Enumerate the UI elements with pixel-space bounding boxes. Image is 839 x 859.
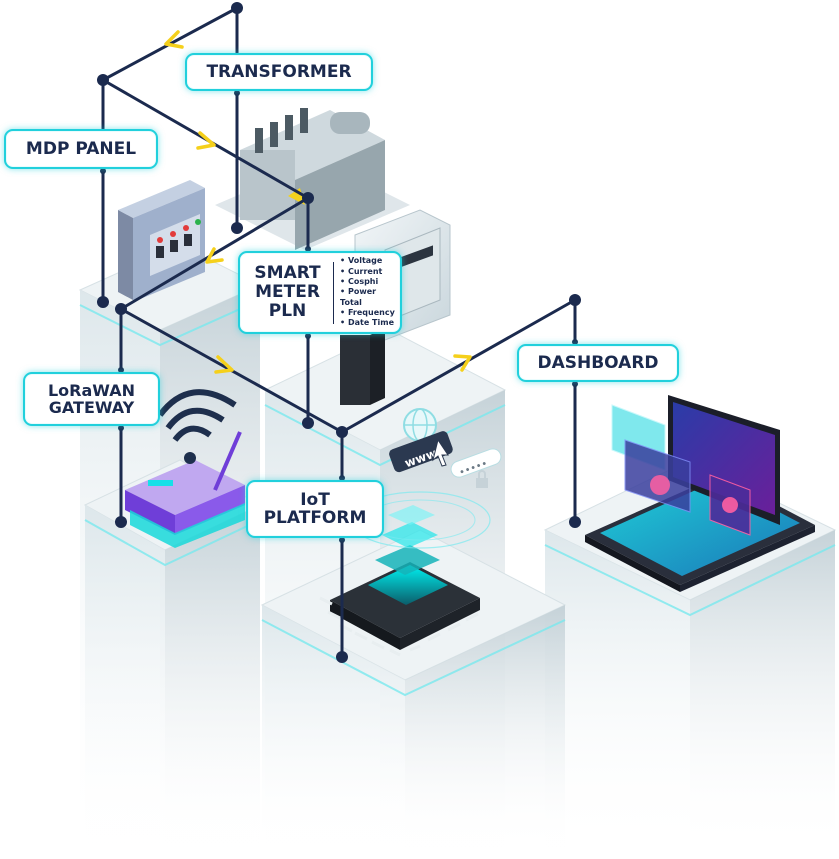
param-item: Voltage <box>340 256 400 266</box>
iot-chip-illustration <box>319 491 491 657</box>
transformer-illustration <box>215 108 410 250</box>
node-mdp <box>97 296 109 308</box>
node-branch <box>97 74 109 86</box>
connection-lines <box>101 6 577 659</box>
arrow-icon <box>205 247 224 264</box>
pillar-dashboard <box>543 459 837 855</box>
smart-meter-divider <box>333 261 335 324</box>
iot-platform-label-line1: IoT <box>300 489 330 510</box>
lorawan-gateway-label-line2: GATEWAY <box>48 398 135 417</box>
dashboard-label-text: DASHBOARD <box>537 352 659 373</box>
line-meter-to-lora <box>119 196 310 311</box>
smart-meter-title: SMART METER PLN <box>254 263 321 321</box>
node-lora-top <box>115 303 127 315</box>
dashboard-label: DASHBOARD <box>517 344 679 382</box>
smart-meter-label: SMART METER PLN Voltage Current Cosphi P… <box>238 251 402 334</box>
connection-nodes <box>97 2 581 663</box>
param-item: Power Total <box>340 287 400 308</box>
param-item: Date Time <box>340 318 400 328</box>
lorawan-gateway-label-line1: LoRaWAN <box>47 380 135 400</box>
node-meter-top <box>302 192 314 204</box>
node-dashboard <box>569 516 581 528</box>
cursor-icon <box>432 438 449 467</box>
smart-meter-param-list: Voltage Current Cosphi Power Total Frequ… <box>340 256 400 329</box>
pillar-lora <box>83 459 262 855</box>
param-item: Cosphi <box>340 277 400 287</box>
lorawan-gateway-label: LoRaWAN GATEWAY <box>23 372 160 426</box>
transformer-label: TRANSFORMER <box>185 53 373 91</box>
iot-platform-label: IoT PLATFORM <box>246 480 384 538</box>
arrow-icon <box>453 354 472 372</box>
lock-icon <box>476 470 488 488</box>
laptop-illustration <box>585 395 815 592</box>
arrow-icon <box>196 131 216 150</box>
node-dashboard-top <box>569 294 581 306</box>
node-iot <box>336 651 348 663</box>
iot-platform-label-line2: PLATFORM <box>263 508 367 528</box>
mdp-panel-label-text: MDP PANEL <box>25 138 137 159</box>
lorawan-gateway-illustration <box>125 389 245 548</box>
param-item: Current <box>340 267 400 277</box>
transformer-label-text: TRANSFORMER <box>206 61 352 82</box>
node-top <box>231 2 243 14</box>
arrow-icon <box>214 355 234 374</box>
mdp-panel-label: MDP PANEL <box>4 129 158 169</box>
node-meter-base <box>302 417 314 429</box>
node-transformer <box>231 222 243 234</box>
arrow-icon <box>164 30 184 49</box>
node-iot-top <box>336 426 348 438</box>
mdp-panel-illustration <box>118 180 205 302</box>
line-iot-to-dashboard <box>340 298 577 434</box>
node-lora <box>115 516 127 528</box>
param-item: Frequency <box>340 308 400 318</box>
